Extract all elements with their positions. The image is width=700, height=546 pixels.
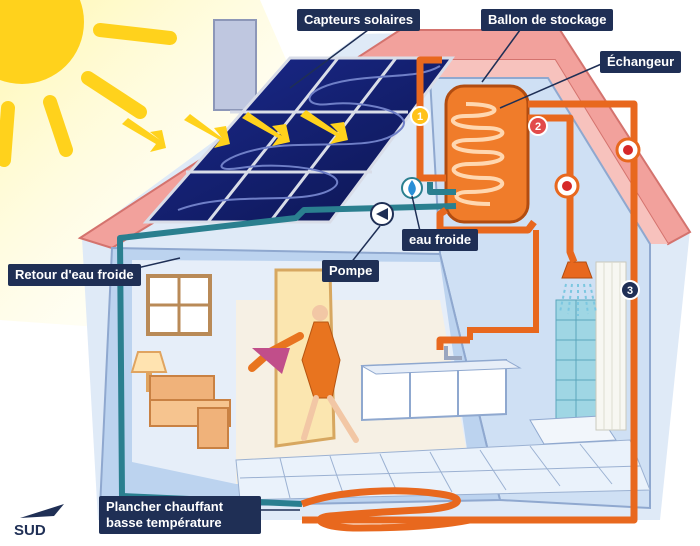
marker-2: 2	[528, 116, 548, 136]
pump-icon	[370, 202, 394, 226]
label-pompe: Pompe	[322, 260, 380, 282]
valve-icon	[615, 137, 641, 163]
label-plancher-chauffant: Plancher chauffant basse température	[99, 496, 261, 534]
marker-2-label: 2	[535, 121, 541, 133]
shower-wall	[529, 299, 617, 445]
person-figure	[248, 305, 359, 443]
marker-3: 3	[620, 280, 640, 300]
sun-ray-arrows-icon	[122, 110, 348, 152]
label-echangeur: Échangeur	[600, 51, 682, 73]
chimney	[213, 19, 257, 111]
label-sud: SUD	[14, 522, 46, 539]
marker-3-label: 3	[627, 285, 633, 297]
label-plancher-line1: Plancher chauffant	[106, 499, 224, 514]
label-eau-froide: eau froide	[402, 229, 479, 251]
roof-gable	[420, 60, 668, 244]
storage-tank	[444, 84, 530, 224]
tap-icon	[444, 346, 462, 360]
window-frame	[148, 276, 210, 334]
sun-icon	[0, 0, 177, 167]
tap-feed-pipe	[467, 230, 539, 340]
label-ballon-de-stockage: Ballon de stockage	[481, 9, 614, 31]
label-capteurs-solaires: Capteurs solaires	[297, 9, 421, 31]
kitchen-counter	[360, 358, 522, 422]
label-plancher-line2: basse température	[106, 515, 222, 530]
marker-1: 1	[410, 106, 430, 126]
marker-1-label: 1	[417, 111, 423, 123]
water-drop-icon	[401, 177, 423, 199]
valve-icon	[554, 173, 580, 199]
south-arrow-icon	[20, 504, 64, 518]
shower-head-icon	[559, 261, 597, 316]
label-retour-eau-froide: Retour d'eau froide	[8, 264, 141, 286]
tiled-floor	[235, 439, 651, 501]
sofa-icon	[149, 375, 231, 449]
